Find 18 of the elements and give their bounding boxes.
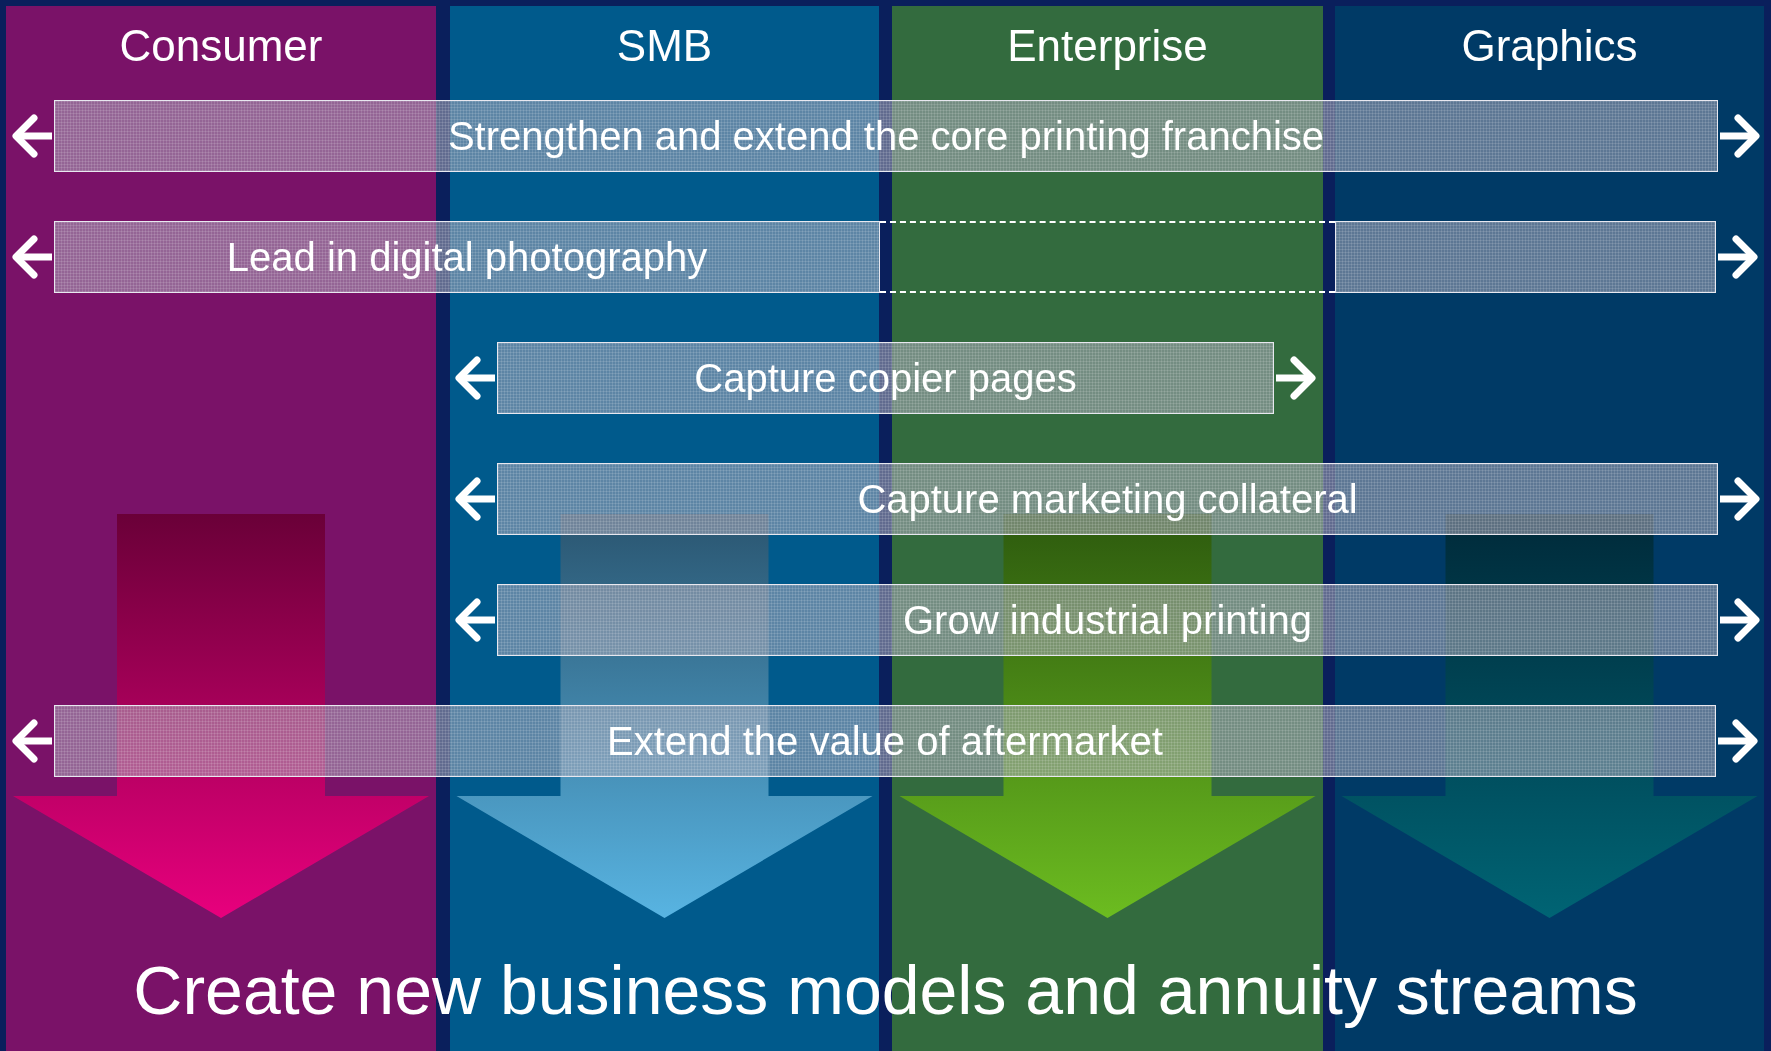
banner-bar: [497, 342, 1274, 414]
column-heading: Graphics: [1461, 20, 1638, 72]
banner-text: Lead in digital photography: [226, 234, 708, 280]
column-heading: Enterprise: [1007, 20, 1208, 72]
banner-bar: [1335, 221, 1716, 293]
banner-bar: [497, 584, 1718, 656]
footer-text: Create new business models and annuity streams: [133, 952, 1638, 1028]
banner-text: Grow industrial printing: [902, 597, 1313, 643]
banner-text: Strengthen and extend the core printing franchise: [447, 113, 1325, 159]
banner-bar: [54, 221, 880, 293]
banner-bar: [54, 705, 1716, 777]
banner-text: Capture marketing collateral: [857, 476, 1358, 522]
column-heading: SMB: [616, 20, 713, 72]
banner-bar: [497, 463, 1718, 535]
column-heading: Consumer: [119, 20, 323, 72]
banner-text: Capture copier pages: [694, 355, 1077, 401]
banner-bar: [54, 100, 1718, 172]
banner-text: Extend the value of aftermarket: [607, 718, 1163, 764]
